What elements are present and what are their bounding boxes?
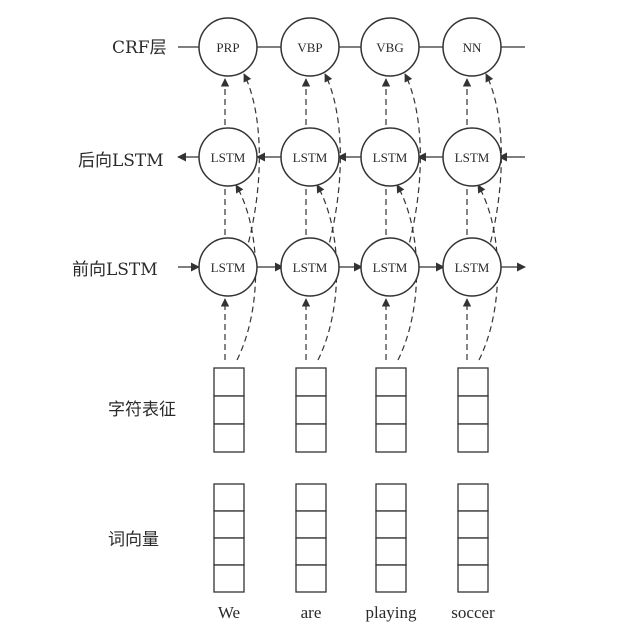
char-vector-stack bbox=[457, 367, 489, 453]
crf-node: VBP bbox=[280, 17, 340, 77]
crf-tag-label: VBP bbox=[297, 40, 322, 55]
crf-tag-label: NN bbox=[463, 40, 482, 55]
forward-lstm-node: LSTM bbox=[360, 237, 420, 297]
char-vector-stack bbox=[213, 367, 245, 453]
crf-tag-label: VBG bbox=[376, 40, 403, 55]
lstm-label: LSTM bbox=[373, 150, 408, 165]
char-vector-stack bbox=[295, 367, 327, 453]
word-label: soccer bbox=[451, 603, 495, 622]
char-vector-stack bbox=[375, 367, 407, 453]
dashed-connections bbox=[220, 73, 502, 361]
lstm-label: LSTM bbox=[211, 260, 246, 275]
backward-lstm-node: LSTM bbox=[280, 127, 340, 187]
forward-lstm-node: LSTM bbox=[198, 237, 258, 297]
layer-label-crf: CRF层 bbox=[112, 38, 167, 58]
lstm-label: LSTM bbox=[455, 150, 490, 165]
crf-node: NN bbox=[442, 17, 502, 77]
forward-lstm-node: LSTM bbox=[280, 237, 340, 297]
backward-lstm-node: LSTM bbox=[360, 127, 420, 187]
layer-label-char-repr: 字符表征 bbox=[108, 400, 176, 420]
word-label: are bbox=[301, 603, 322, 622]
crf-node: PRP bbox=[198, 17, 258, 77]
word-vector-stack bbox=[213, 483, 245, 593]
layer-label-forward-lstm: 前向LSTM bbox=[72, 260, 158, 280]
backward-lstm-node: LSTM bbox=[198, 127, 258, 187]
layer-label-backward-lstm: 后向LSTM bbox=[78, 151, 164, 171]
lstm-label: LSTM bbox=[293, 150, 328, 165]
lstm-label: LSTM bbox=[211, 150, 246, 165]
word-vector-stack bbox=[375, 483, 407, 593]
crf-tag-label: PRP bbox=[216, 40, 239, 55]
word-vector-stack bbox=[295, 483, 327, 593]
lstm-label: LSTM bbox=[293, 260, 328, 275]
word-vector-stack bbox=[457, 483, 489, 593]
word-label: We bbox=[218, 603, 240, 622]
crf-node: VBG bbox=[360, 17, 420, 77]
backward-lstm-node: LSTM bbox=[442, 127, 502, 187]
forward-lstm-node: LSTM bbox=[442, 237, 502, 297]
lstm-label: LSTM bbox=[373, 260, 408, 275]
lstm-label: LSTM bbox=[455, 260, 490, 275]
word-label: playing bbox=[366, 603, 417, 622]
layer-label-word-vector: 词向量 bbox=[108, 530, 159, 550]
